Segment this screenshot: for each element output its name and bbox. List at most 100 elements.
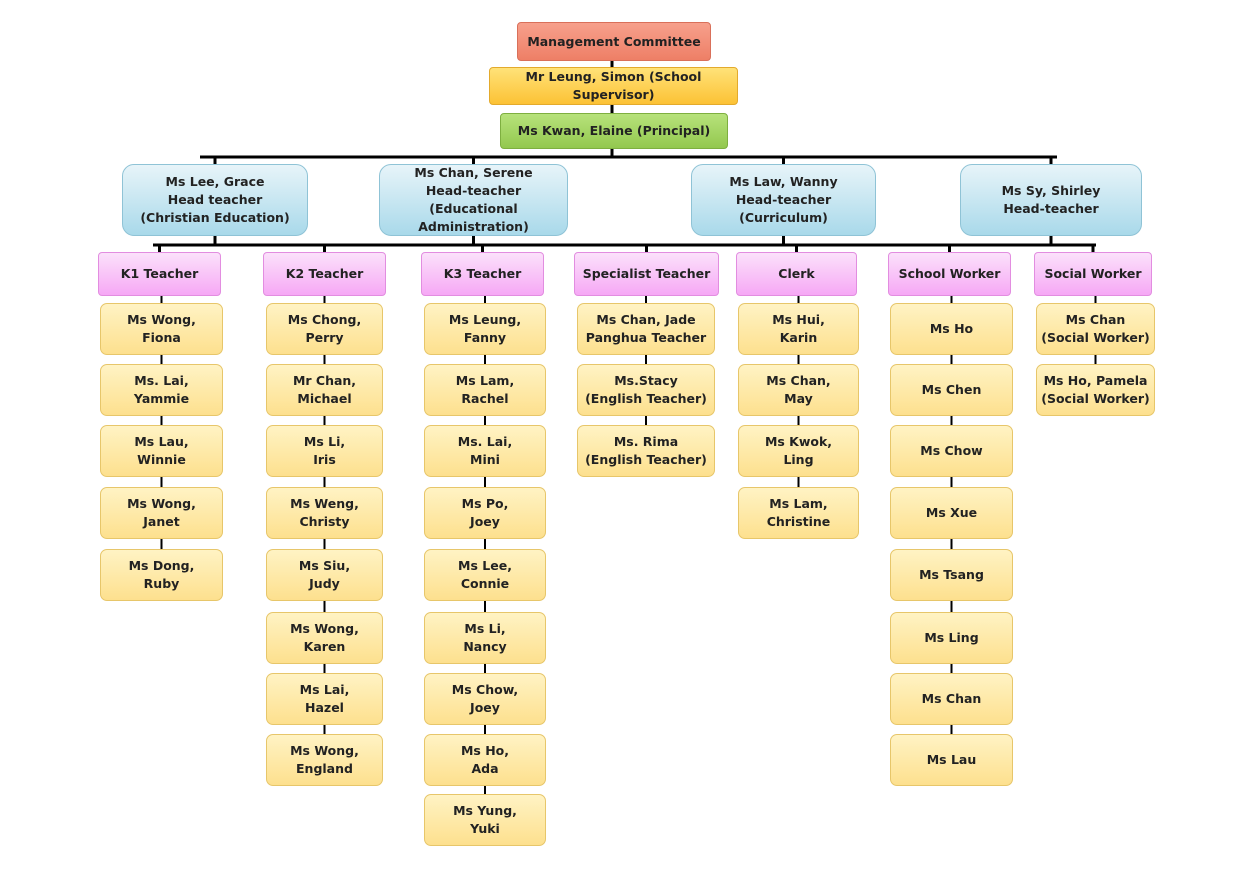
- principal-label: Ms Kwan, Elaine (Principal): [517, 123, 711, 138]
- staff-member-box: Ms Hui, Karin: [738, 303, 859, 355]
- staff-member-box: Ms Wong, England: [266, 734, 383, 786]
- staff-member-box: Ms Lau: [890, 734, 1013, 786]
- head-teacher-box-label: Ms Sy, Shirley Head-teacher: [1001, 183, 1101, 216]
- staff-member-box-label: Ms Lai, Hazel: [299, 682, 350, 715]
- staff-member-box-label: Ms Li, Nancy: [463, 621, 507, 654]
- staff-member-box: Ms Chan: [890, 673, 1013, 725]
- head-teacher-box-label: Ms Law, Wanny Head-teacher (Curriculum): [729, 174, 838, 225]
- staff-member-box-label: Ms Kwok, Ling: [764, 434, 833, 467]
- staff-member-box-label: Ms Siu, Judy: [298, 558, 351, 591]
- staff-member-box: Ms Wong, Fiona: [100, 303, 223, 355]
- head-teacher-box: Ms Sy, Shirley Head-teacher: [960, 164, 1142, 236]
- staff-member-box-label: Ms Chan, Jade Panghua Teacher: [585, 312, 707, 345]
- staff-member-box-label: Ms Chan, May: [766, 373, 831, 406]
- staff-member-box-label: Ms Weng, Christy: [290, 496, 359, 529]
- staff-member-box: Ms Ho, Ada: [424, 734, 546, 786]
- group-header-5-label: Clerk: [778, 266, 815, 281]
- staff-member-box: Ms Li, Iris: [266, 425, 383, 477]
- staff-member-box: Ms Lam, Rachel: [424, 364, 546, 416]
- group-header-2: K2 Teacher: [263, 252, 386, 296]
- staff-member-box-label: Ms Ho, Pamela (Social Worker): [1041, 373, 1150, 406]
- group-header-3: K3 Teacher: [421, 252, 544, 296]
- staff-member-box-label: Ms Leung, Fanny: [448, 312, 522, 345]
- group-header-1: K1 Teacher: [98, 252, 221, 296]
- staff-member-box-label: Ms Po, Joey: [461, 496, 509, 529]
- staff-member-box: Ms Ho: [890, 303, 1013, 355]
- staff-member-box-label: Ms Ho: [929, 321, 974, 336]
- staff-member-box: Ms Ho, Pamela (Social Worker): [1036, 364, 1155, 416]
- staff-member-box-label: Ms Lam, Christine: [766, 496, 831, 529]
- school-supervisor-box: Mr Leung, Simon (School Supervisor): [489, 67, 738, 105]
- staff-member-box: Ms Chen: [890, 364, 1013, 416]
- staff-member-box-label: Mr Chan, Michael: [292, 373, 357, 406]
- head-teacher-box-label: Ms Lee, Grace Head teacher (Christian Ed…: [140, 174, 290, 225]
- principal-box: Ms Kwan, Elaine (Principal): [500, 113, 728, 149]
- staff-member-box-label: Ms Chan (Social Worker): [1041, 312, 1150, 345]
- group-header-7-label: Social Worker: [1044, 266, 1142, 281]
- staff-member-box-label: Ms Chen: [921, 382, 982, 397]
- staff-member-box-label: Ms Chow: [920, 443, 983, 458]
- staff-member-box: Ms Chan (Social Worker): [1036, 303, 1155, 355]
- staff-member-box: Ms Leung, Fanny: [424, 303, 546, 355]
- staff-member-box-label: Ms Lam, Rachel: [455, 373, 515, 406]
- staff-member-box-label: Ms Lee, Connie: [458, 558, 512, 591]
- staff-member-box: Ms Lai, Hazel: [266, 673, 383, 725]
- staff-member-box: Ms. Lai, Mini: [424, 425, 546, 477]
- staff-member-box: Ms Chow: [890, 425, 1013, 477]
- school-supervisor-label: Mr Leung, Simon (School Supervisor): [525, 69, 702, 102]
- staff-member-box-label: Ms Ho, Ada: [460, 743, 510, 776]
- management-committee-label: Management Committee: [527, 33, 701, 49]
- staff-member-box-label: Ms Yung, Yuki: [453, 803, 517, 836]
- management-committee-box: Management Committee: [517, 22, 711, 61]
- staff-member-box: Ms. Lai, Yammie: [100, 364, 223, 416]
- staff-member-box: Ms Siu, Judy: [266, 549, 383, 601]
- staff-member-box: Ms Ling: [890, 612, 1013, 664]
- staff-member-box: Ms Wong, Karen: [266, 612, 383, 664]
- staff-member-box: Ms. Rima (English Teacher): [577, 425, 715, 477]
- staff-member-box-label: Ms Wong, Fiona: [127, 312, 196, 345]
- staff-member-box: Ms Lam, Christine: [738, 487, 859, 539]
- staff-member-box-label: Ms Xue: [925, 505, 978, 520]
- staff-member-box-label: Ms.Stacy (English Teacher): [585, 373, 707, 406]
- staff-member-box: Ms Yung, Yuki: [424, 794, 546, 846]
- staff-member-box: Ms Weng, Christy: [266, 487, 383, 539]
- staff-member-box: Ms Tsang: [890, 549, 1013, 601]
- group-header-7: Social Worker: [1034, 252, 1152, 296]
- staff-member-box: Ms Lau, Winnie: [100, 425, 223, 477]
- staff-member-box: Mr Chan, Michael: [266, 364, 383, 416]
- group-header-5: Clerk: [736, 252, 857, 296]
- staff-member-box-label: Ms Chan: [921, 691, 982, 706]
- staff-member-box-label: Ms Chong, Perry: [287, 312, 362, 345]
- group-header-3-label: K3 Teacher: [443, 266, 522, 281]
- staff-member-box-label: Ms Dong, Ruby: [128, 558, 195, 591]
- staff-member-box: Ms Chong, Perry: [266, 303, 383, 355]
- staff-member-box: Ms Chan, Jade Panghua Teacher: [577, 303, 715, 355]
- staff-member-box: Ms.Stacy (English Teacher): [577, 364, 715, 416]
- staff-member-box: Ms Lee, Connie: [424, 549, 546, 601]
- group-header-2-label: K2 Teacher: [285, 266, 364, 281]
- head-teacher-box: Ms Chan, Serene Head-teacher (Educationa…: [379, 164, 568, 236]
- staff-member-box: Ms Kwok, Ling: [738, 425, 859, 477]
- staff-member-box-label: Ms Lau: [926, 752, 977, 767]
- head-teacher-box: Ms Law, Wanny Head-teacher (Curriculum): [691, 164, 876, 236]
- staff-member-box-label: Ms Ling: [924, 630, 979, 645]
- staff-member-box: Ms Dong, Ruby: [100, 549, 223, 601]
- staff-member-box: Ms Li, Nancy: [424, 612, 546, 664]
- staff-member-box-label: Ms Tsang: [919, 567, 984, 582]
- staff-member-box: Ms Chan, May: [738, 364, 859, 416]
- staff-member-box-label: Ms. Lai, Yammie: [133, 373, 190, 406]
- staff-member-box: Ms Po, Joey: [424, 487, 546, 539]
- staff-member-box-label: Ms Wong, Janet: [127, 496, 196, 529]
- staff-member-box-label: Ms Lau, Winnie: [134, 434, 189, 467]
- head-teacher-box-label: Ms Chan, Serene Head-teacher (Educationa…: [414, 165, 533, 234]
- staff-member-box-label: Ms. Lai, Mini: [457, 434, 513, 467]
- staff-member-box-label: Ms Wong, England: [290, 743, 359, 776]
- staff-member-box: Ms Chow, Joey: [424, 673, 546, 725]
- staff-member-box: Ms Wong, Janet: [100, 487, 223, 539]
- group-header-4: Specialist Teacher: [574, 252, 719, 296]
- group-header-4-label: Specialist Teacher: [582, 266, 711, 281]
- staff-member-box-label: Ms. Rima (English Teacher): [585, 434, 707, 467]
- group-header-6-label: School Worker: [898, 266, 1001, 281]
- staff-member-box-label: Ms Li, Iris: [303, 434, 346, 467]
